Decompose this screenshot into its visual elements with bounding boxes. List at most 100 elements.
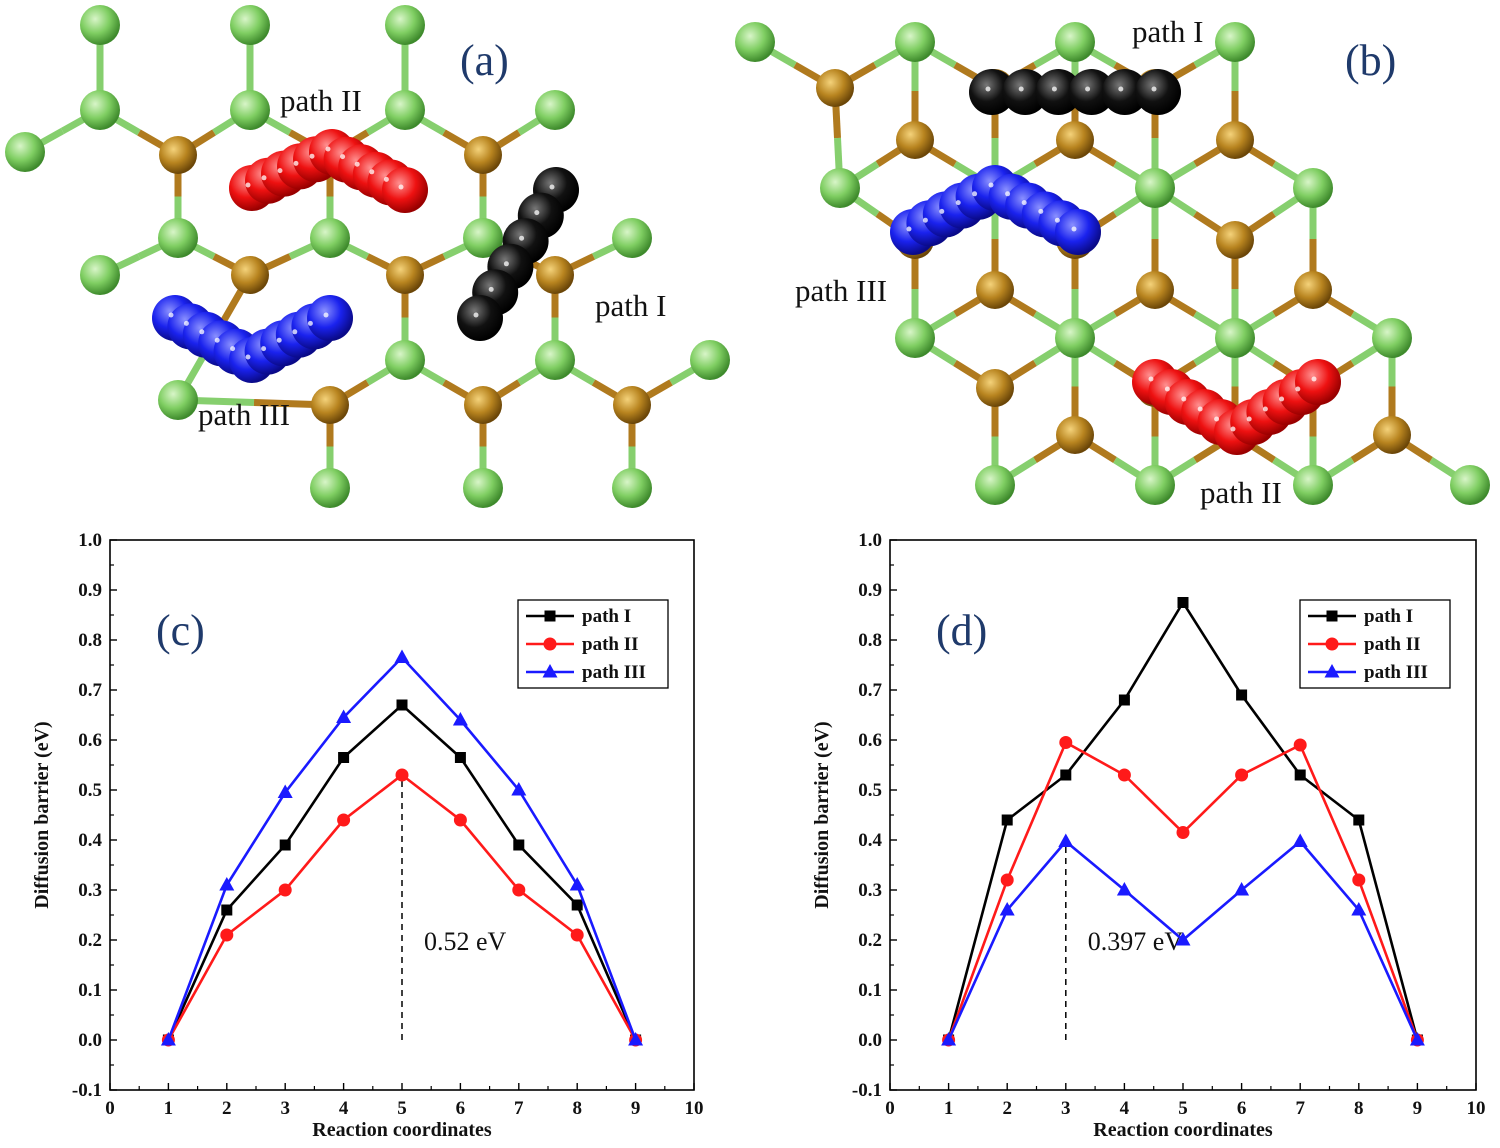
c-legend-marker-0 bbox=[544, 610, 556, 622]
b-path-I-sphere-1 bbox=[1002, 69, 1049, 115]
d-series-2-point-4 bbox=[1175, 932, 1191, 946]
c-xtick-label-6: 6 bbox=[456, 1098, 466, 1119]
c-xtick-label-3: 3 bbox=[280, 1098, 290, 1119]
a-path-II-glint-7 bbox=[354, 161, 360, 167]
b-atom-30 bbox=[975, 465, 1015, 505]
b-path-II-glint-1 bbox=[1164, 386, 1170, 392]
d-ytick-label-8: 0.7 bbox=[858, 680, 882, 701]
d-xlabel: Reaction coordinates bbox=[1093, 1119, 1273, 1141]
a-atom-19 bbox=[612, 468, 652, 508]
b-path-III-glint-9 bbox=[1054, 217, 1060, 223]
a-path-II-glint-6 bbox=[340, 154, 346, 160]
d-ylabel: Diffusion barrier (eV) bbox=[811, 721, 833, 908]
a-path-III-glint-10 bbox=[323, 312, 329, 318]
b-path-I-sphere-5 bbox=[1135, 69, 1181, 115]
c-series-2-point-6 bbox=[511, 782, 527, 796]
b-path-I-glint-4 bbox=[1118, 86, 1124, 92]
a-atom-18 bbox=[463, 468, 503, 508]
b-path-II-glint-8 bbox=[1279, 396, 1285, 402]
c-series-1-point-6 bbox=[512, 883, 526, 897]
a-atom-9 bbox=[310, 218, 350, 258]
a-path-II-glint-10 bbox=[398, 184, 404, 190]
a-path-I-glint-0 bbox=[549, 184, 555, 190]
a-path-III-glint-9 bbox=[307, 320, 313, 326]
a-atom-20 bbox=[159, 136, 197, 174]
panel-a-letter: (a) bbox=[460, 36, 509, 85]
b-atom-27 bbox=[1056, 416, 1094, 454]
c-ytick-label-6: 0.5 bbox=[78, 780, 102, 801]
c-series-0-point-7 bbox=[571, 899, 583, 911]
b-path-I-label: path I bbox=[1132, 14, 1203, 49]
d-xtick-label-4: 4 bbox=[1120, 1098, 1130, 1119]
a-atom-3 bbox=[230, 5, 270, 45]
d-ytick-label-2: 0.1 bbox=[858, 980, 882, 1001]
a-atom-6 bbox=[385, 90, 425, 130]
c-ytick-label-0: -0.1 bbox=[72, 1080, 102, 1101]
a-path-III-glint-2 bbox=[199, 329, 205, 335]
d-xtick-label-3: 3 bbox=[1061, 1098, 1071, 1119]
c-legend-label-0: path I bbox=[582, 606, 631, 627]
c-ytick-label-11: 1.0 bbox=[78, 530, 102, 551]
c-ylabel: Diffusion barrier (eV) bbox=[31, 721, 53, 908]
b-path-I-glint-5 bbox=[1151, 86, 1157, 92]
panel-b-structure: (b) path I path III path II bbox=[735, 14, 1490, 510]
b-path-I-glint-3 bbox=[1085, 86, 1091, 92]
b-path-I-glint-2 bbox=[1051, 86, 1057, 92]
c-ytick-label-3: 0.2 bbox=[78, 930, 102, 951]
b-path-III-sphere-10 bbox=[1055, 209, 1101, 255]
c-ytick-label-10: 0.9 bbox=[78, 580, 102, 601]
c-ytick-label-5: 0.4 bbox=[78, 830, 102, 851]
c-xtick-label-2: 2 bbox=[222, 1098, 232, 1119]
d-series-1-point-1 bbox=[1000, 873, 1014, 887]
d-ytick-label-3: 0.2 bbox=[858, 930, 882, 951]
a-path-I-glint-4 bbox=[488, 286, 494, 292]
c-ytick-label-7: 0.6 bbox=[78, 730, 102, 751]
c-series-2-point-7 bbox=[569, 877, 585, 891]
b-atom-32 bbox=[1293, 465, 1333, 505]
b-path-II-glint-10 bbox=[1311, 376, 1317, 382]
a-path-III-sphere-10 bbox=[307, 295, 353, 341]
a-path-II-sphere-10 bbox=[382, 167, 428, 213]
c-ytick-label-2: 0.1 bbox=[78, 980, 102, 1001]
c-xtick-label-8: 8 bbox=[572, 1098, 582, 1119]
d-xtick-label-8: 8 bbox=[1354, 1098, 1364, 1119]
c-series-1-point-1 bbox=[220, 928, 234, 942]
b-path-III-glint-6 bbox=[1005, 191, 1011, 197]
b-path-III-glint-2 bbox=[939, 208, 945, 214]
d-legend-label-2: path III bbox=[1364, 662, 1428, 683]
a-atom-12 bbox=[80, 255, 120, 295]
c-series-1-point-7 bbox=[570, 928, 584, 942]
d-series-2-point-0 bbox=[941, 1032, 957, 1046]
a-path-III-glint-4 bbox=[230, 346, 236, 352]
a-atom-16 bbox=[158, 380, 198, 420]
b-path-II-glint-5 bbox=[1230, 426, 1236, 432]
c-series-2-point-5 bbox=[452, 712, 468, 726]
c-series-1-point-3 bbox=[337, 813, 351, 827]
c-xtick-label-7: 7 bbox=[514, 1098, 524, 1119]
b-atom-22 bbox=[1215, 318, 1255, 358]
d-series-0-point-4 bbox=[1177, 597, 1189, 608]
c-series-2-point-1 bbox=[219, 877, 235, 891]
c-annotation-text: 0.52 eV bbox=[424, 927, 507, 956]
d-series-0-point-7 bbox=[1353, 814, 1365, 826]
d-series-0-point-1 bbox=[1001, 814, 1013, 826]
a-atom-23 bbox=[231, 256, 269, 294]
a-path-II-glint-8 bbox=[369, 169, 375, 175]
b-atom-18 bbox=[1136, 271, 1174, 309]
d-ytick-label-4: 0.3 bbox=[858, 880, 882, 901]
b-path-II-glint-0 bbox=[1148, 376, 1154, 382]
d-legend-label-1: path II bbox=[1364, 634, 1421, 655]
c-series-0-point-2 bbox=[279, 839, 291, 851]
a-atom-17 bbox=[310, 468, 350, 508]
a-path-II-label: path II bbox=[280, 83, 362, 118]
a-path-II-glint-4 bbox=[309, 153, 315, 159]
a-path-I-sphere-5 bbox=[457, 295, 503, 341]
panel-a-structure: (a) path II path I path III bbox=[5, 5, 730, 508]
a-path-I-glint-2 bbox=[519, 235, 525, 241]
b-atom-4 bbox=[816, 69, 854, 107]
c-xtick-label-5: 5 bbox=[397, 1098, 407, 1119]
b-atom-23 bbox=[1372, 318, 1412, 358]
c-ytick-label-4: 0.3 bbox=[78, 880, 102, 901]
d-series-1-point-3 bbox=[1117, 768, 1131, 782]
